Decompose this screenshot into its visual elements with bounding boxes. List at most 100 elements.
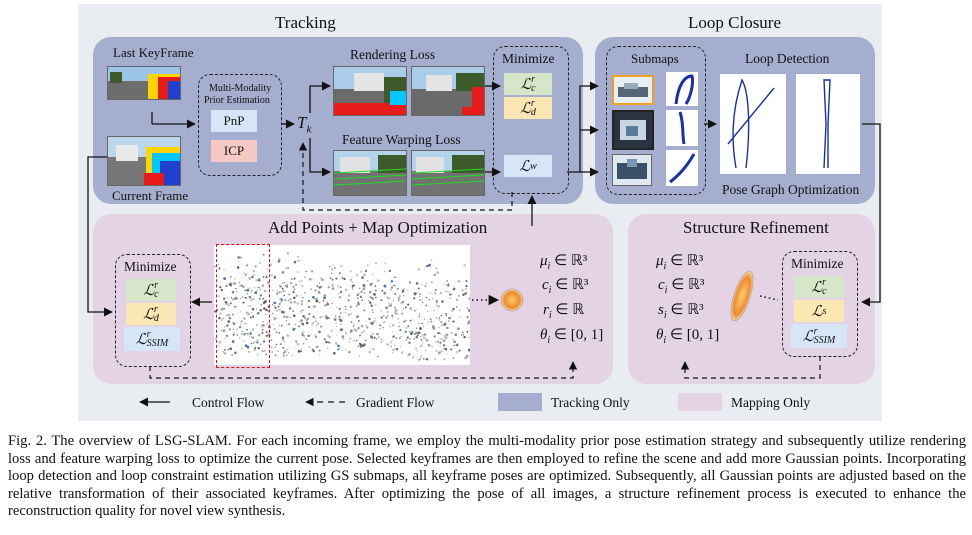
refine-minimize-title: Minimize	[791, 256, 844, 271]
point-cloud-dot	[249, 332, 252, 335]
point-cloud-dot	[286, 285, 288, 287]
point-cloud-dot	[228, 283, 232, 286]
point-cloud-dot	[386, 315, 389, 317]
point-cloud-dot	[335, 277, 338, 280]
point-cloud-dot	[418, 315, 421, 318]
point-cloud-dot	[244, 344, 248, 347]
refine-theta-symbol: θ	[656, 327, 664, 343]
point-cloud-dot	[319, 316, 322, 319]
point-cloud-dot	[460, 334, 463, 336]
point-cloud-dot	[264, 290, 266, 292]
point-cloud-dot	[347, 299, 350, 302]
point-cloud-dot	[466, 307, 469, 309]
point-cloud-dot	[452, 326, 454, 328]
point-cloud-dot	[431, 325, 435, 329]
point-cloud-dot	[392, 349, 394, 351]
legend-tracking-swatch	[498, 393, 542, 411]
tracking-color-loss-sup: r	[531, 74, 536, 85]
point-cloud-dot	[407, 354, 409, 356]
point-cloud-dot	[275, 289, 278, 292]
refine-param-mu: μi ∈ ℝ³	[656, 254, 703, 272]
point-cloud-dot	[223, 268, 225, 271]
point-cloud-dot	[369, 347, 371, 350]
point-cloud-dot	[334, 315, 337, 317]
pose-to-warping-arrow	[309, 138, 331, 177]
point-cloud-dot	[357, 326, 360, 330]
mapping-minimize-box	[115, 254, 191, 367]
point-cloud-dot	[302, 322, 305, 325]
point-cloud-dot	[303, 316, 307, 320]
point-cloud-dot	[463, 264, 466, 267]
point-cloud-dot	[350, 321, 353, 324]
point-cloud-dot	[253, 348, 257, 351]
tracking-minimize-title: Minimize	[502, 51, 555, 66]
point-cloud-dot	[233, 282, 236, 285]
point-cloud-dot	[223, 326, 226, 328]
tracking-depth-loss-sup: r	[530, 98, 535, 109]
mapping-color-loss-sub: c	[154, 289, 159, 300]
refine-theta-set: ∈ [0, 1]	[669, 327, 720, 343]
point-cloud-dot	[415, 282, 419, 285]
refine-param-c: ci ∈ ℝ³	[658, 278, 704, 296]
point-cloud-dot	[278, 324, 281, 327]
point-cloud-dot	[288, 352, 290, 354]
point-cloud-dot	[323, 338, 326, 341]
point-cloud-dot	[351, 287, 354, 289]
submaps-title: Submaps	[631, 51, 679, 66]
point-cloud-dot	[370, 304, 373, 308]
point-cloud-dot	[281, 338, 285, 341]
point-cloud-dot	[240, 297, 242, 299]
point-cloud-dot	[403, 320, 406, 323]
point-cloud-dot	[432, 298, 434, 300]
point-cloud-dot	[285, 320, 288, 322]
point-cloud-dot	[447, 353, 449, 355]
point-cloud-dot	[255, 339, 259, 342]
point-cloud-dot	[356, 328, 359, 331]
point-cloud-dot	[221, 330, 223, 332]
current-frame-label: Current Frame	[112, 188, 189, 203]
point-cloud-dot	[421, 283, 423, 286]
point-cloud-dot	[440, 292, 442, 294]
loop-detection-graph-2	[796, 74, 860, 174]
point-cloud-dot	[339, 328, 342, 331]
point-cloud-dot	[226, 297, 228, 299]
point-cloud-dot	[445, 314, 448, 316]
point-cloud-dot	[442, 339, 446, 343]
point-cloud-dot	[261, 327, 263, 329]
point-cloud-dot	[273, 276, 276, 279]
point-cloud-dot	[396, 348, 399, 351]
point-cloud-dot	[265, 331, 268, 334]
point-cloud-dot	[391, 314, 394, 317]
point-cloud-dot	[361, 331, 363, 334]
mapping-r-set: ∈ ℝ	[555, 302, 585, 318]
point-cloud-dot	[344, 288, 348, 292]
point-cloud-dot	[349, 305, 353, 309]
point-cloud-dot	[289, 282, 293, 285]
point-cloud-dot	[299, 281, 301, 283]
point-cloud-dot	[336, 285, 340, 288]
point-cloud-dot	[355, 273, 359, 277]
point-cloud-dot	[383, 284, 387, 288]
point-cloud-dot	[293, 260, 297, 264]
point-cloud-dot	[246, 264, 249, 267]
point-cloud-dot	[273, 301, 276, 305]
point-cloud-dot	[239, 285, 241, 288]
point-cloud-dot	[237, 256, 240, 259]
point-cloud-dot	[233, 306, 236, 308]
point-cloud-dot	[227, 348, 230, 351]
point-cloud-dot	[390, 288, 392, 291]
point-cloud-dot	[349, 337, 352, 340]
point-cloud-dot	[439, 345, 441, 347]
point-cloud-dot	[327, 334, 330, 337]
point-cloud-dot	[368, 317, 371, 321]
point-cloud-dot	[316, 285, 319, 287]
point-cloud-dot	[368, 301, 372, 304]
loop-to-refine-arrow	[861, 123, 881, 307]
point-cloud-dot	[279, 285, 282, 288]
point-cloud-dot	[294, 348, 296, 350]
icp-box: ICP	[211, 140, 257, 162]
point-cloud-dot	[321, 278, 324, 281]
rendering-image-2	[411, 66, 485, 116]
point-cloud-dot	[419, 298, 422, 301]
